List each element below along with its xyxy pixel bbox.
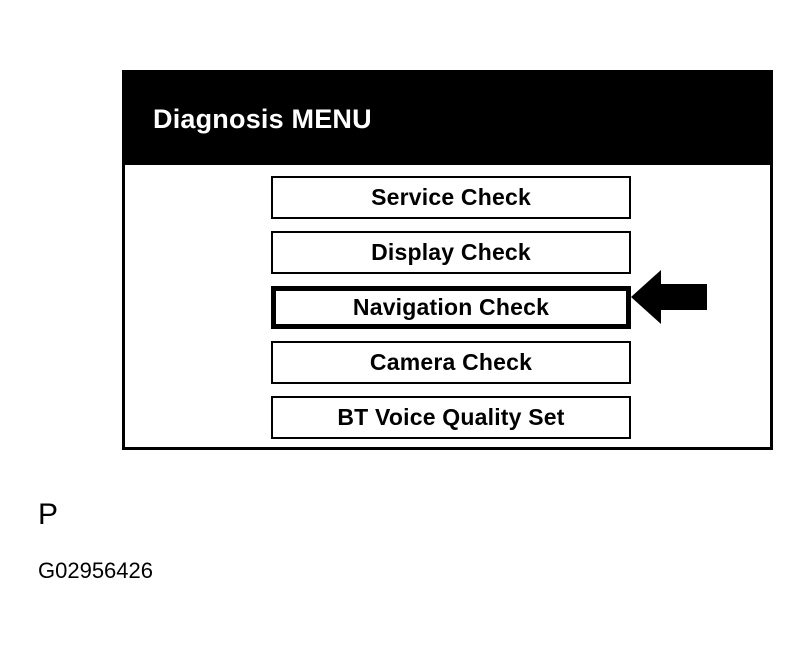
left-arrow-icon xyxy=(631,270,707,324)
menu-item-label: BT Voice Quality Set xyxy=(337,404,565,430)
menu-item-camera-check[interactable]: Camera Check xyxy=(271,341,631,384)
menu-item-bt-voice-quality-set[interactable]: BT Voice Quality Set xyxy=(271,396,631,439)
menu-item-service-check[interactable]: Service Check xyxy=(271,176,631,219)
page-title: Diagnosis MENU xyxy=(153,103,372,134)
menu-item-label: Service Check xyxy=(371,184,531,210)
screen-header: Diagnosis MENU xyxy=(125,73,770,165)
screen-body: Service Check Display Check Navigation C… xyxy=(125,165,770,447)
figure-caption: P G02956426 xyxy=(38,500,153,582)
menu-item-label: Navigation Check xyxy=(352,294,550,320)
diagnosis-menu-list: Service Check Display Check Navigation C… xyxy=(271,176,631,451)
diagnosis-screen-panel: Diagnosis MENU Service Check Display Che… xyxy=(122,70,773,450)
menu-item-display-check[interactable]: Display Check xyxy=(271,231,631,274)
menu-item-label: Display Check xyxy=(371,239,531,265)
menu-item-navigation-check[interactable]: Navigation Check xyxy=(271,286,631,329)
menu-item-label: Camera Check xyxy=(369,349,533,375)
figure-letter: P xyxy=(38,498,59,531)
figure-reference-code: G02956426 xyxy=(38,558,153,583)
